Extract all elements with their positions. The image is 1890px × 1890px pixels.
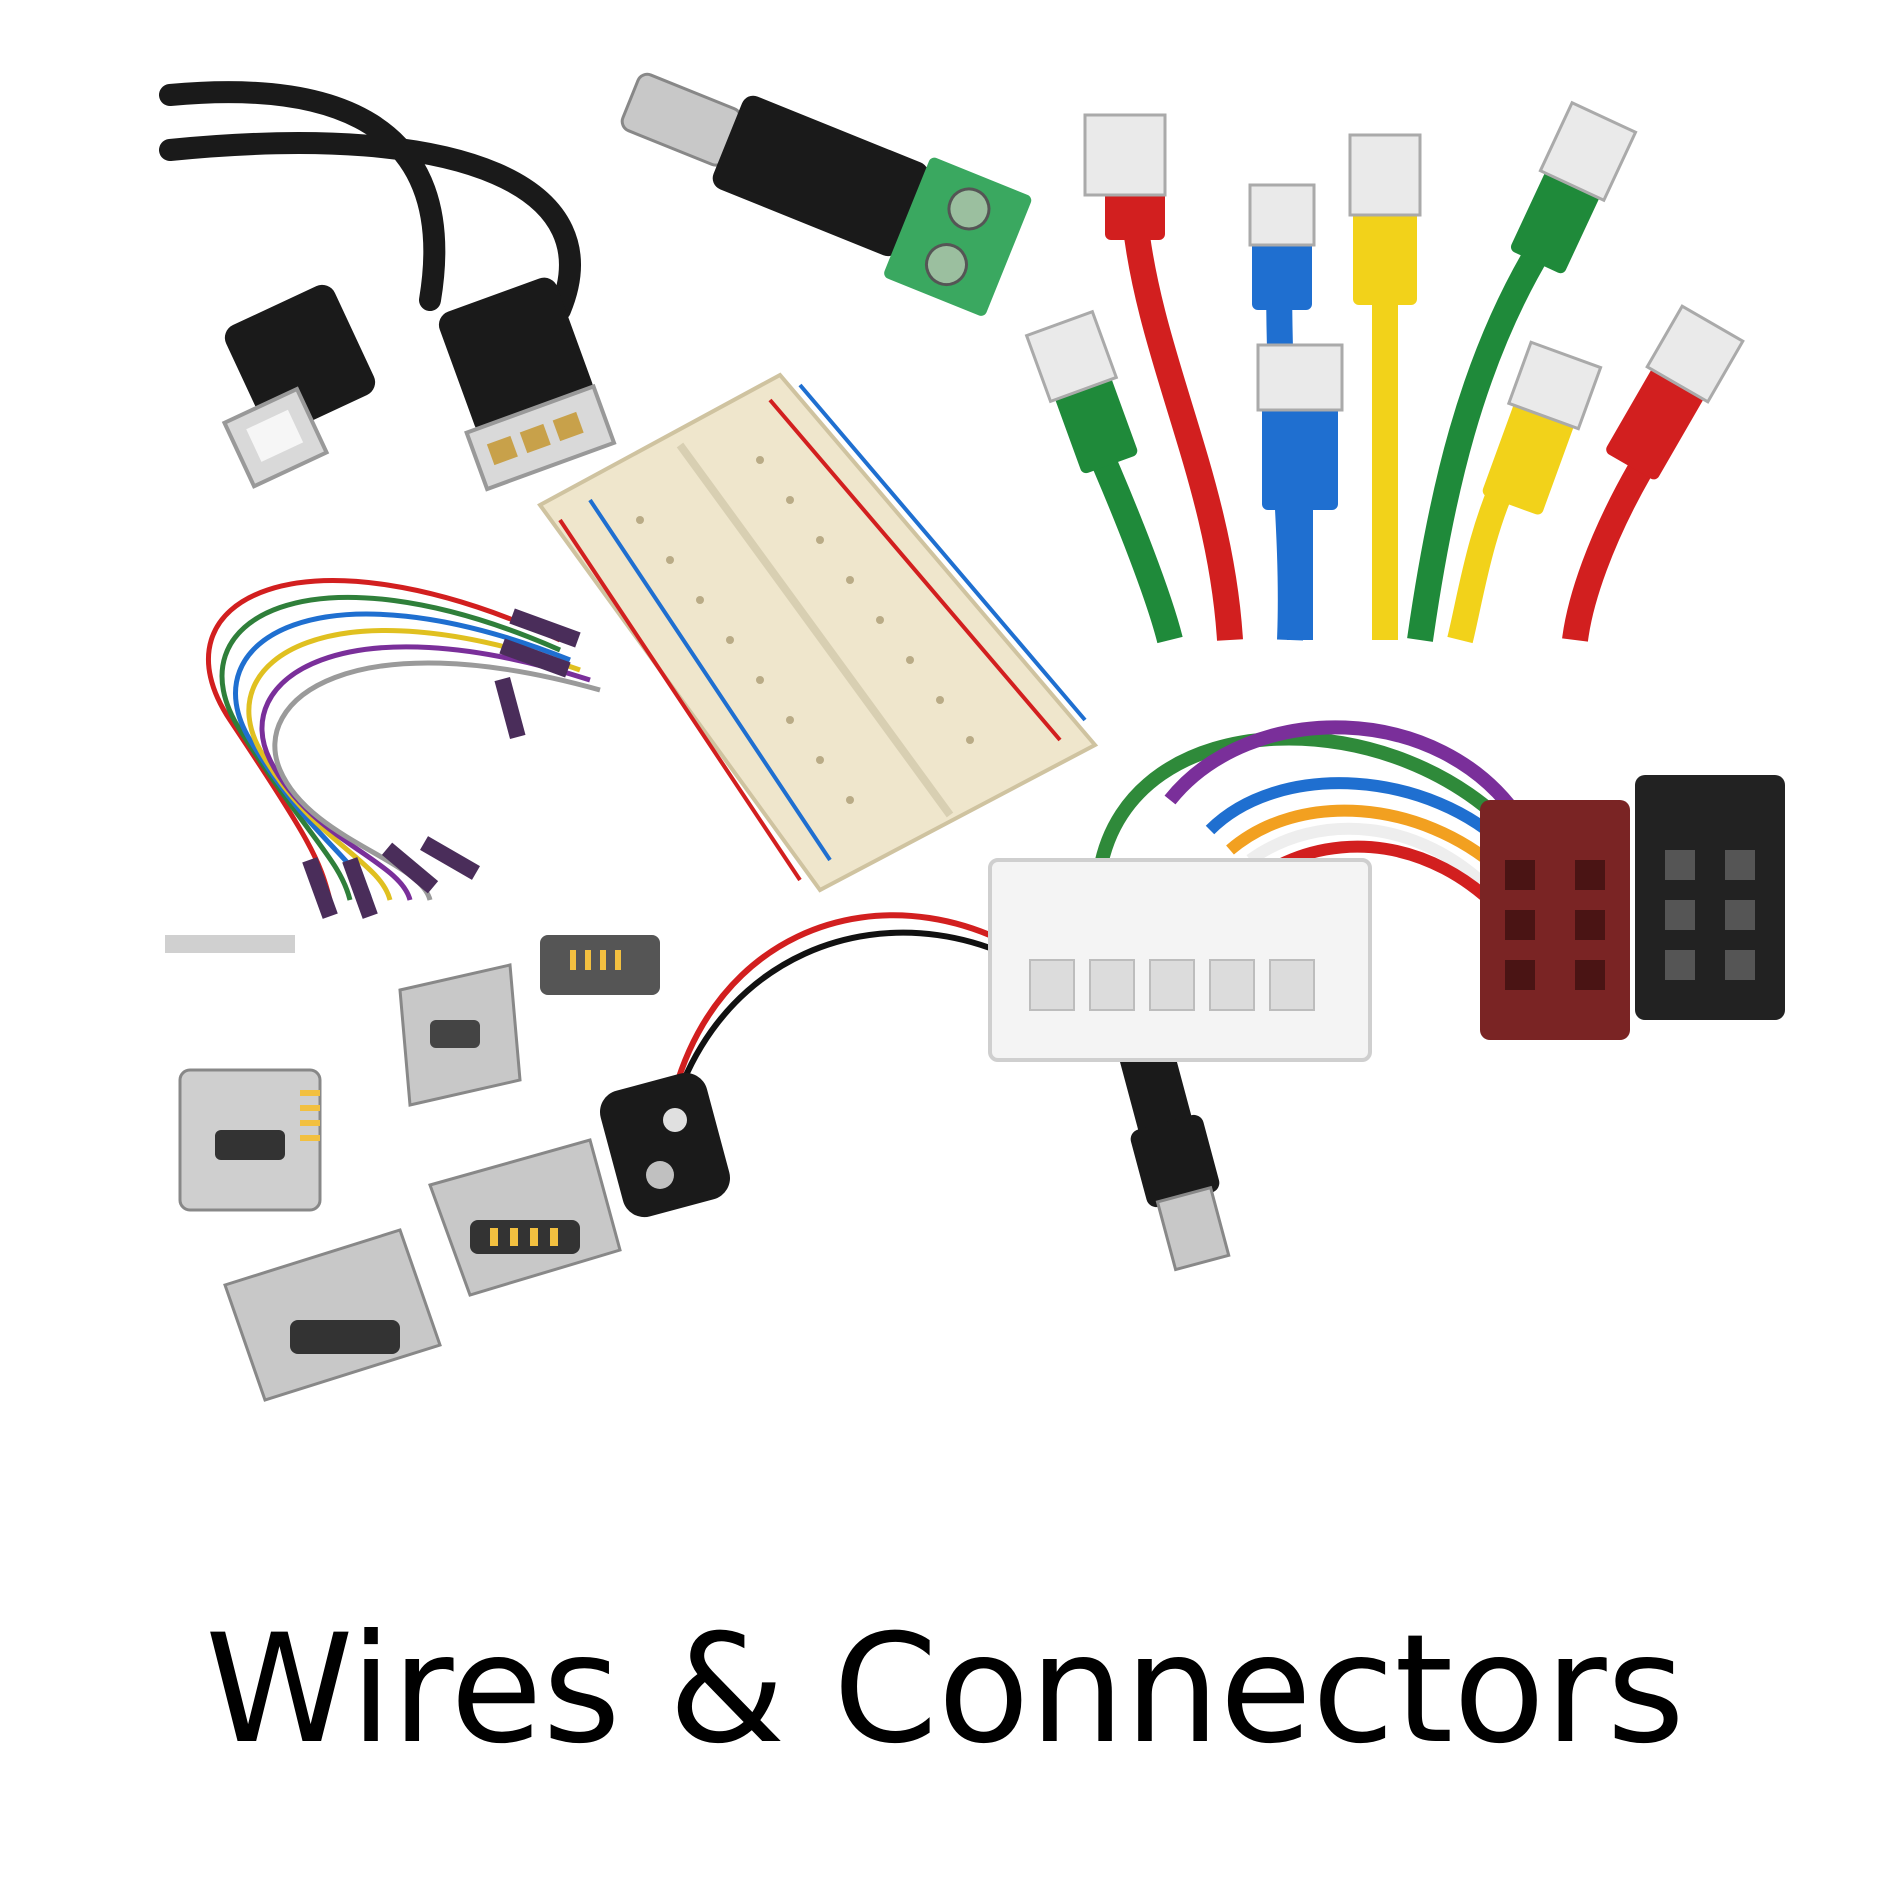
dc-jack-icon — [620, 72, 1032, 316]
category-title: Wires & Connectors — [205, 1603, 1685, 1777]
usb-cable-icon — [159, 81, 617, 492]
micro-usb-icon — [165, 935, 660, 1402]
iso-harness-icon — [988, 720, 1785, 1062]
breadboard-icon — [537, 372, 1099, 893]
rj45-icon — [1024, 100, 1745, 644]
jumper-wire-icon — [206, 578, 601, 919]
